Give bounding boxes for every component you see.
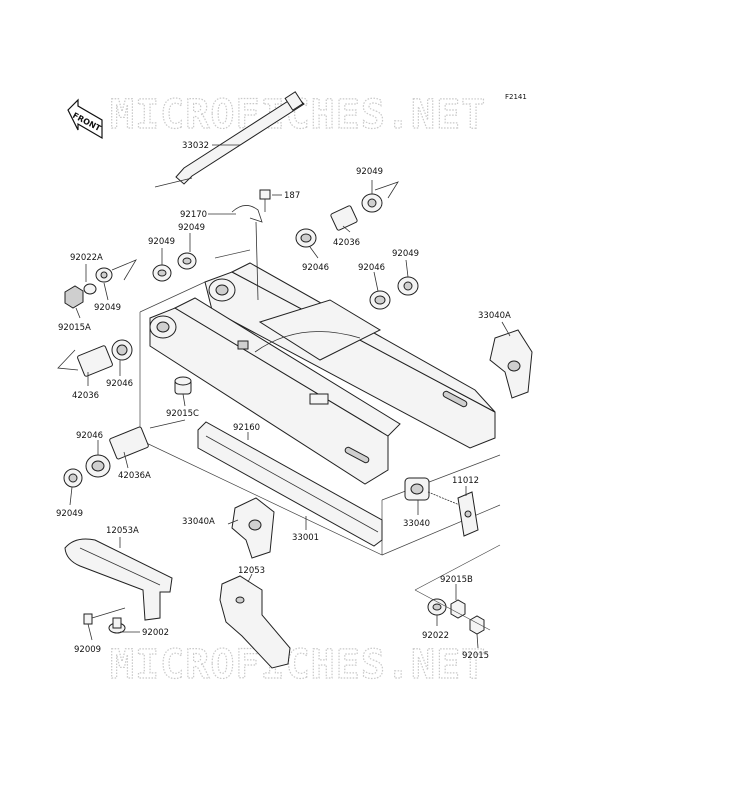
- lower-left-bushings: [63, 419, 186, 488]
- upper-left-bushings: [64, 252, 197, 309]
- chain-guard-12053a: [64, 538, 173, 621]
- leader-lines: [69, 144, 511, 649]
- chain-adjuster-33040a-mid: [231, 497, 275, 559]
- label-92049-lower: 92049: [56, 509, 83, 519]
- swingarm-body: [149, 262, 496, 485]
- label-92015: 92015: [462, 651, 489, 661]
- chain-slider: [197, 421, 383, 547]
- label-92049-left: 92049: [94, 303, 121, 313]
- chain-adjuster-33040a-top: [489, 329, 533, 399]
- label-92022: 92022: [422, 631, 449, 641]
- label-92049-upper-mid: 92049: [178, 223, 205, 233]
- label-92049-top-right: 92049: [356, 167, 383, 177]
- label-92049-right: 92049: [392, 249, 419, 259]
- label-92015c: 92015C: [166, 409, 199, 419]
- label-12053: 12053: [238, 566, 265, 576]
- label-42036-upper: 42036: [333, 238, 360, 248]
- front-arrow-icon: FRONT: [67, 98, 103, 140]
- label-12053a: 12053A: [106, 526, 139, 536]
- collar-92015c: [174, 376, 192, 395]
- label-33040a-mid: 33040A: [182, 517, 215, 527]
- label-92015b: 92015B: [440, 575, 473, 585]
- label-42036-mid: 42036: [72, 391, 99, 401]
- adjuster-bolt-33040: [404, 477, 463, 507]
- label-92046-lower: 92046: [76, 431, 103, 441]
- label-92160: 92160: [233, 423, 260, 433]
- label-33040a-top: 33040A: [478, 311, 511, 321]
- watermark-bottom: MICROFICHES.NET: [110, 642, 486, 688]
- label-92009: 92009: [74, 645, 101, 655]
- pivot-shaft: [154, 91, 305, 188]
- label-92015a: 92015A: [58, 323, 91, 333]
- diagram-code: F2141: [505, 93, 527, 101]
- label-187: 187: [284, 191, 300, 201]
- collar-92002: [108, 617, 126, 634]
- clip-92170: [231, 205, 263, 301]
- part-number-labels: 33032 187 92049 92170 92049 92049 92022A…: [56, 141, 511, 661]
- label-92046-mid: 92046: [106, 379, 133, 389]
- mid-left-bushings: [57, 339, 133, 377]
- label-33040: 33040: [403, 519, 430, 529]
- label-33032: 33032: [182, 141, 209, 151]
- label-92049-upper-left: 92049: [148, 237, 175, 247]
- label-92022a: 92022A: [70, 253, 103, 263]
- label-11012: 11012: [452, 476, 479, 486]
- label-92046-upper: 92046: [302, 263, 329, 273]
- label-33001: 33001: [292, 533, 319, 543]
- plate-11012: [457, 491, 479, 537]
- label-92170: 92170: [180, 210, 207, 220]
- label-42036a: 42036A: [118, 471, 151, 481]
- label-92002: 92002: [142, 628, 169, 638]
- bolt-187: [259, 189, 282, 212]
- chain-guard-12053: [219, 575, 291, 669]
- lower-right-fasteners: [414, 544, 501, 635]
- label-92046-right: 92046: [358, 263, 385, 273]
